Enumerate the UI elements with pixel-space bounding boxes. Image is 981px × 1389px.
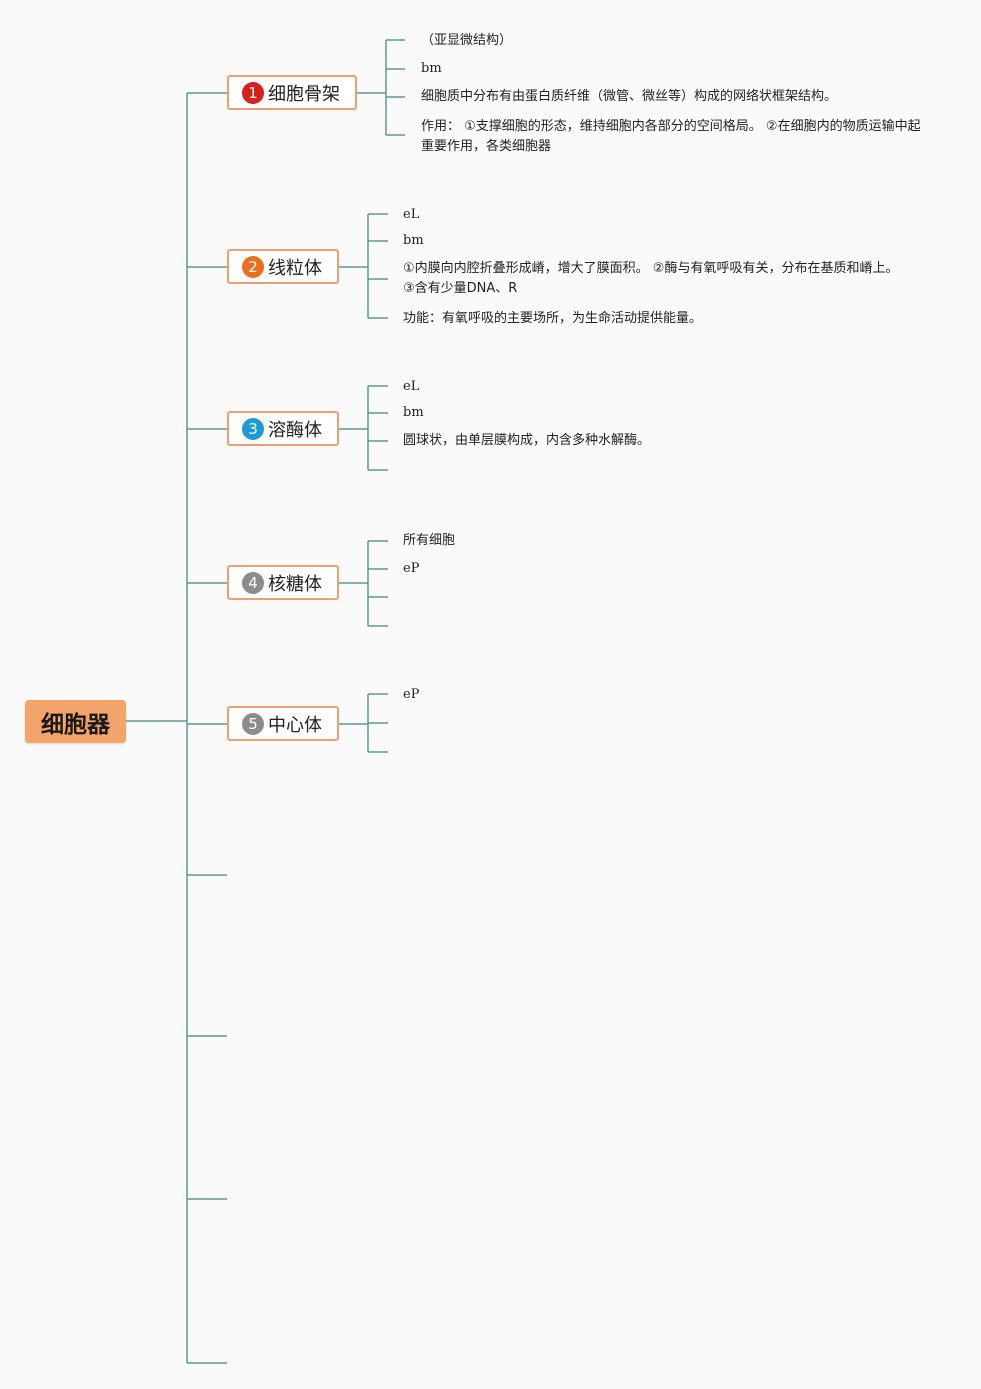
number-4-icon: 4 xyxy=(242,571,264,594)
topic-label: 中心体 xyxy=(268,714,322,736)
leaf-text: 功能：有氧呼吸的主要场所，为生命活动提供能量。 xyxy=(403,311,703,326)
root-label: 细胞器 xyxy=(41,711,110,738)
leaf-text: eL xyxy=(403,207,420,222)
topic-label: 线粒体 xyxy=(268,257,322,279)
topic-ribosome[interactable]: 4 核糖体 xyxy=(227,565,339,600)
leaf-text: eP xyxy=(403,687,420,702)
topic-centrosome[interactable]: 5 中心体 xyxy=(227,706,339,741)
leaf-text: （亚显微结构） xyxy=(421,33,513,48)
leaf-text: eP xyxy=(403,561,420,576)
leaf-text: ①内膜向内腔折叠形成嵴，增大了膜面积。 ②酶与有氧呼吸有关，分布在基质和嵴上。 … xyxy=(403,261,899,296)
topic-cytoskeleton[interactable]: 1 细胞骨架 xyxy=(227,75,357,110)
topic-lysosome[interactable]: 3 溶酶体 xyxy=(227,411,339,446)
number-2-icon: 2 xyxy=(242,255,264,278)
root-node[interactable]: 细胞器 xyxy=(25,700,126,743)
leaf-text: bm xyxy=(421,61,442,76)
topic-label: 核糖体 xyxy=(268,573,322,595)
leaf-text: bm xyxy=(403,233,424,248)
topic-label: 溶酶体 xyxy=(268,419,322,441)
leaf-text: bm xyxy=(403,405,424,420)
number-1-icon: 1 xyxy=(242,81,264,104)
topic-mitochondria[interactable]: 2 线粒体 xyxy=(227,249,339,284)
topic-label: 细胞骨架 xyxy=(268,83,340,105)
leaf-text: 细胞质中分布有由蛋白质纤维（微管、微丝等）构成的网络状框架结构。 xyxy=(421,89,838,104)
leaf-text: eL xyxy=(403,379,420,394)
leaf-text: 圆球状，由单层膜构成，内含多种水解酶。 xyxy=(403,433,651,448)
number-5-icon: 5 xyxy=(242,712,264,735)
leaf-text: 所有细胞 xyxy=(403,533,456,548)
number-3-icon: 3 xyxy=(242,417,264,440)
leaf-text: 作用： ①支撑细胞的形态，维持细胞内各部分的空间格局。 ②在细胞内的物质运输中起… xyxy=(421,119,921,154)
